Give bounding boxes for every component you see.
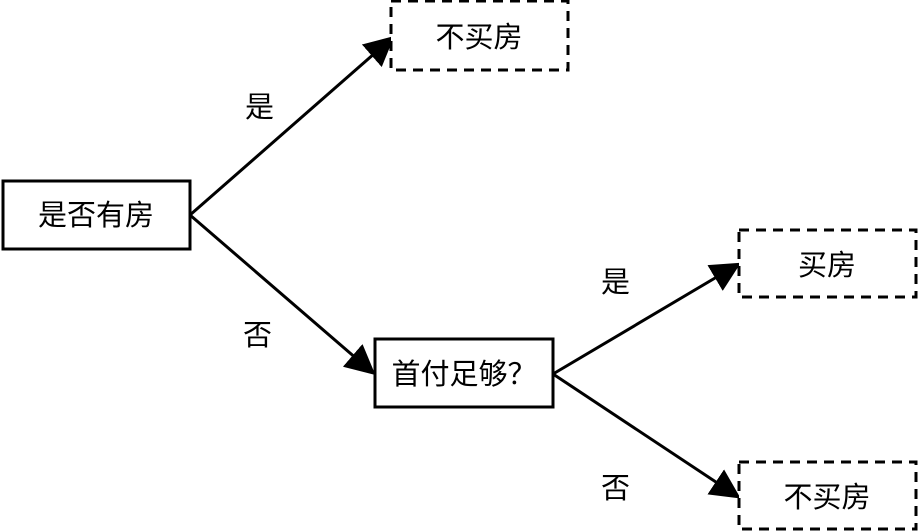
node-down-payment-label: 首付足够？ (391, 357, 536, 391)
node-yes-result-box (389, 0, 570, 72)
node-buy-label: 买房 (798, 248, 856, 282)
node-root: 是否有房 (1, 179, 192, 251)
node-no-result-box (737, 460, 918, 531)
edge-label-down-no: 否 (601, 471, 630, 505)
node-yes-result-label: 不买房 (435, 20, 522, 54)
edge-down-payment-to-buy (552, 262, 741, 376)
edge-label-root-yes: 是 (245, 90, 274, 124)
node-buy-box (737, 228, 918, 299)
node-root-label: 是否有房 (38, 198, 154, 232)
node-no-result-label: 不买房 (783, 480, 870, 514)
node-buy: 买房 (737, 228, 918, 299)
node-root-box (1, 179, 192, 251)
edge-label-root-no: 否 (243, 318, 272, 352)
edge-root-to-down-payment (189, 213, 376, 375)
node-no-result: 不买房 (737, 460, 918, 531)
edge-down-payment-to-no-result (552, 372, 741, 499)
edge-label-down-yes: 是 (601, 265, 630, 299)
edge-root-to-yes-result (189, 36, 395, 217)
node-yes-result: 不买房 (389, 0, 570, 72)
edges (189, 36, 741, 499)
node-down-payment-box (373, 337, 555, 409)
node-down-payment: 首付足够？ (373, 337, 555, 409)
